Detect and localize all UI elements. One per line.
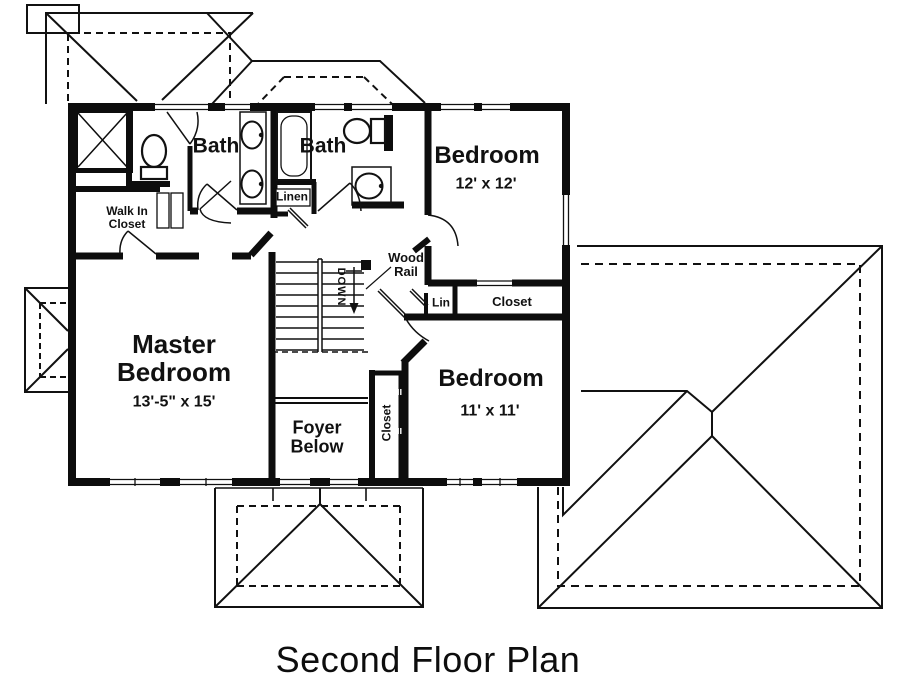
down-arrow xyxy=(346,267,362,305)
room-label-bath-master: Bath xyxy=(192,134,240,158)
toilet-icon xyxy=(342,117,372,145)
stairs xyxy=(272,258,392,353)
room-dims-master-bedroom: 13'-5" x 15' xyxy=(132,393,216,411)
bath-fixtures xyxy=(139,111,392,206)
room-label-lin: Lin xyxy=(432,295,450,310)
room-label-closet-bottom: Closet xyxy=(379,404,394,442)
vanity xyxy=(239,111,267,205)
chimney xyxy=(26,4,80,34)
page-title: Second Floor Plan xyxy=(275,639,581,680)
doors xyxy=(119,111,459,342)
room-label-master-bedroom: Master Bedroom xyxy=(116,328,232,387)
interior-walls xyxy=(68,108,566,482)
toilet-icon xyxy=(140,133,168,169)
room-label-bedroom-bottom: Bedroom xyxy=(438,365,544,393)
roof-outlines xyxy=(24,4,883,609)
sink-icon xyxy=(354,172,384,200)
vanity xyxy=(351,166,392,206)
room-dims-bedroom-top: 12' x 12' xyxy=(455,175,517,193)
annotation-down: DOWN xyxy=(334,267,347,307)
newel-post xyxy=(361,260,371,270)
room-label-bedroom-top: Bedroom xyxy=(434,142,540,170)
room-dims-bedroom-bottom: 11' x 11' xyxy=(460,402,520,420)
room-label-closet-top: Closet xyxy=(492,293,532,309)
room-label-walk-in-closet: Walk In Closet xyxy=(106,204,148,231)
wood-rail-leader xyxy=(365,266,392,290)
windows xyxy=(110,103,570,486)
room-label-foyer-below: Foyer Below xyxy=(290,417,344,457)
stair-rail xyxy=(317,258,323,352)
annotation-wood-rail: Wood Rail xyxy=(388,249,424,279)
tub-icon xyxy=(276,111,312,181)
room-label-bath-hall: Bath xyxy=(299,134,347,158)
room-label-linen: Linen xyxy=(276,189,308,204)
